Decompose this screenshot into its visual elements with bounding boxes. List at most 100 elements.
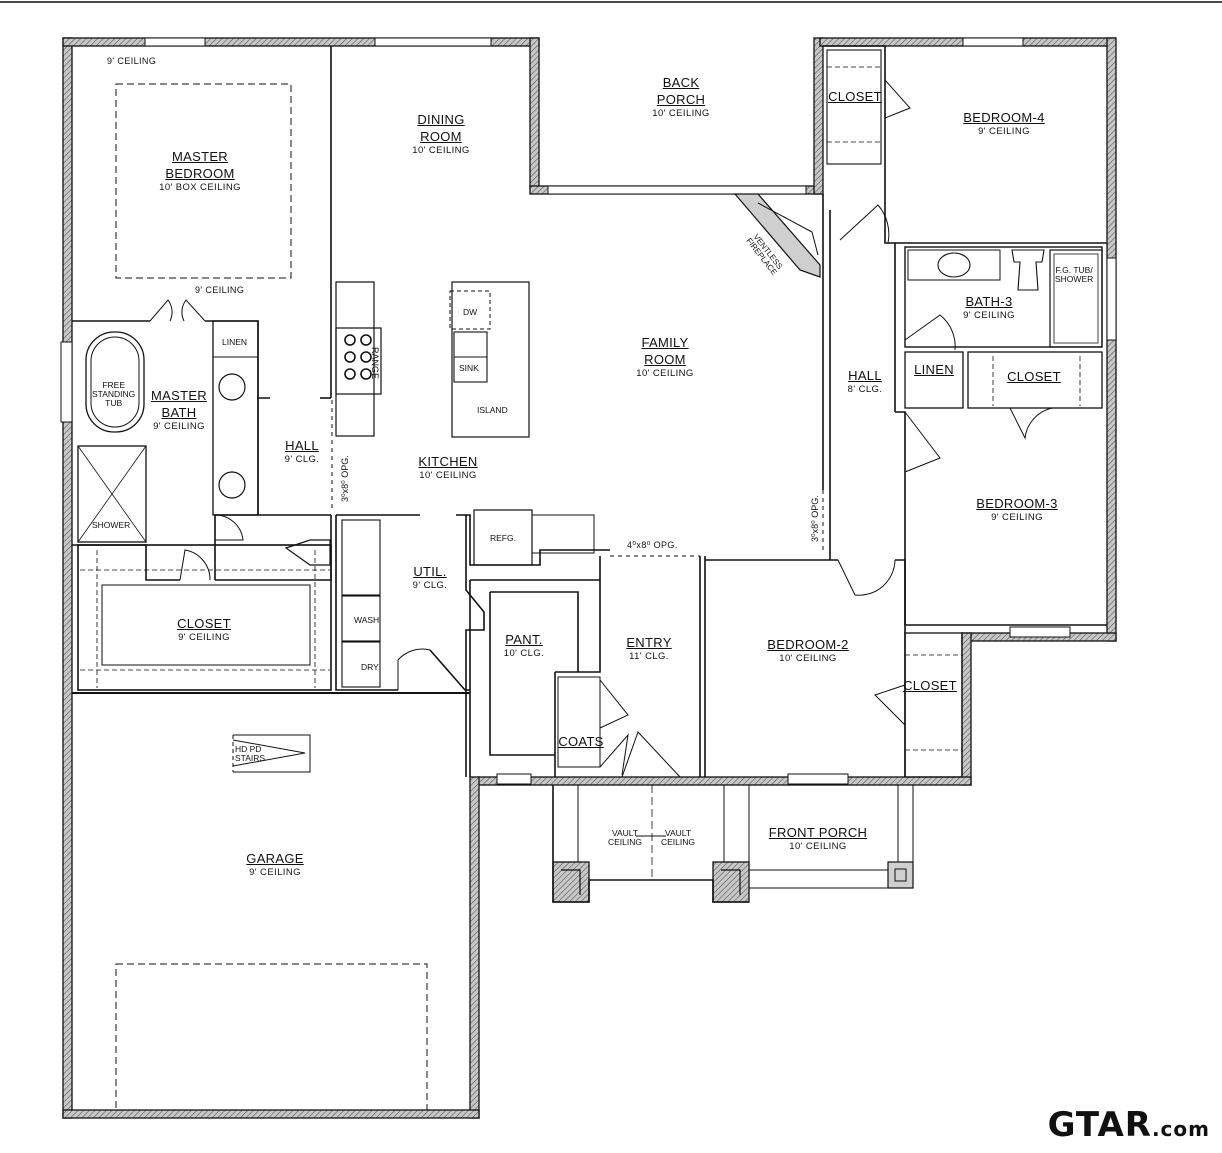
master-bath-ceiling: 9' CEILING <box>153 420 205 432</box>
exterior-walls <box>62 37 1117 1119</box>
kitchen-name: KITCHEN <box>418 454 478 469</box>
hall-opening-label: 3⁰x8⁰ OPG. <box>810 495 820 542</box>
closet-b4-label: CLOSET <box>828 89 882 106</box>
bedroom-4-name: BEDROOM-4 <box>963 110 1045 125</box>
dining-room-name-2: ROOM <box>420 128 462 144</box>
back-porch-label: BACK PORCH 10' CEILING <box>652 75 709 119</box>
kitchen-ceiling: 10' CEILING <box>419 469 477 481</box>
tub-label-1: FREE <box>102 380 125 390</box>
hall-right-label: HALL 8' CLG. <box>848 368 883 395</box>
master-bottom-ceiling-label: 9' CEILING <box>195 285 245 295</box>
master-bedroom-ceiling: 10' BOX CEILING <box>159 181 241 193</box>
hall-right-name: HALL <box>848 368 882 383</box>
master-bath-label: MASTER BATH 9' CEILING <box>151 388 207 432</box>
entry-opening-label: 4⁰x8⁰ OPG. <box>627 540 678 550</box>
util-name: UTIL. <box>413 564 447 579</box>
garage-label: GARAGE 9' CEILING <box>246 851 303 878</box>
hd-pd-stairs-label: HD PD STAIRS <box>235 745 265 763</box>
brand-text: GTAR <box>1047 1105 1152 1145</box>
sink-label: SINK <box>459 363 479 373</box>
vault-left-1: VAULT <box>611 828 639 838</box>
linen-right-name: LINEN <box>914 362 954 377</box>
vault-right-2: CEILING <box>661 836 696 847</box>
family-room-name-1: FAMILY <box>641 335 689 350</box>
util-ceiling: 9' CLG. <box>412 579 448 591</box>
fg-tub-label-1: F.G. TUB/ <box>1055 265 1093 275</box>
dw-label: DW <box>463 307 478 317</box>
front-porch-name: FRONT PORCH <box>768 825 868 840</box>
bedroom-4-ceiling: 9' CEILING <box>978 125 1030 137</box>
dining-room-ceiling: 10' CEILING <box>412 144 470 156</box>
interior-walls <box>60 37 1117 1111</box>
hall-right-ceiling: 8' CLG. <box>847 383 883 395</box>
garage-ceiling: 9' CEILING <box>249 866 301 878</box>
bedroom-2-name: BEDROOM-2 <box>767 637 849 652</box>
hall-left-name: HALL <box>285 438 319 453</box>
entry-ceiling: 11' CLG. <box>629 650 669 662</box>
master-bedroom-name-2: BEDROOM <box>165 165 235 181</box>
master-bedroom-name-1: MASTER <box>172 149 228 164</box>
back-porch-name-1: BACK <box>662 75 700 90</box>
master-bedroom-label: MASTER BEDROOM 10' BOX CEILING <box>159 149 241 193</box>
util-label: UTIL. 9' CLG. <box>413 564 448 591</box>
brand-suffix: .com <box>1151 1117 1210 1141</box>
kitchen-opening-label: 3⁰x8⁰ OPG. <box>340 455 350 502</box>
pantry-ceiling: 10' CLG. <box>503 647 545 659</box>
back-porch-ceiling: 10' CEILING <box>652 107 710 119</box>
master-bath-name-2: BATH <box>161 404 197 420</box>
hd-pd-label-1: HD PD <box>235 744 262 754</box>
family-room-label: FAMILY ROOM 10' CEILING <box>636 335 693 379</box>
pantry-label: PANT. 10' CLG. <box>504 632 544 659</box>
coats-label: COATS <box>558 734 603 751</box>
closet-master-ceiling: 9' CEILING <box>178 631 230 643</box>
front-porch-label: FRONT PORCH 10' CEILING <box>769 825 867 852</box>
bedroom-3-ceiling: 9' CEILING <box>991 511 1043 523</box>
wash-label: WASH <box>354 615 380 625</box>
island-label: ISLAND <box>477 405 508 415</box>
linen-master-label: LINEN <box>222 337 248 347</box>
shower-label: SHOWER <box>92 520 131 530</box>
tub-label-3: TUB <box>105 397 123 408</box>
bedroom-3-name: BEDROOM-3 <box>976 496 1058 511</box>
hall-left-ceiling: 9' CLG. <box>284 453 320 465</box>
hall-left-label: HALL 9' CLG. <box>285 438 320 465</box>
closet-right-label: CLOSET <box>1007 369 1061 386</box>
dining-room-name-1: DINING <box>417 112 465 127</box>
vault-left-2: CEILING <box>608 836 643 847</box>
linen-right-label: LINEN <box>914 362 954 379</box>
closet-right-name: CLOSET <box>1007 369 1061 384</box>
master-bath-name-1: MASTER <box>151 388 207 403</box>
fg-tub-label: F.G. TUB/ SHOWER <box>1055 266 1093 284</box>
tub-label-2: STANDING <box>92 388 136 399</box>
closet-b4-name: CLOSET <box>828 89 882 104</box>
garage-name: GARAGE <box>246 851 304 866</box>
family-room-ceiling: 10' CEILING <box>636 367 694 379</box>
family-room-name-2: ROOM <box>644 351 686 367</box>
vault-right-1: VAULT <box>664 828 692 838</box>
kitchen-label: KITCHEN 10' CEILING <box>418 454 477 481</box>
gtar-logo: GTAR.com <box>1048 1105 1210 1145</box>
closet-master-name: CLOSET <box>177 616 231 631</box>
bath-3-ceiling: 9' CEILING <box>963 309 1015 321</box>
bath-3-label: BATH-3 9' CEILING <box>963 294 1015 321</box>
bedroom-3-label: BEDROOM-3 9' CEILING <box>976 496 1057 523</box>
fg-tub-label-2: SHOWER <box>1055 273 1094 284</box>
tub-label: FREE STANDING TUB <box>92 381 135 408</box>
entry-label: ENTRY 11' CLG. <box>626 635 671 662</box>
bedroom-4-label: BEDROOM-4 9' CEILING <box>963 110 1044 137</box>
vault-right-label: VAULT CEILING <box>661 829 695 847</box>
range-label: RANGE <box>370 347 380 380</box>
bedroom-2-label: BEDROOM-2 10' CEILING <box>767 637 848 664</box>
closet-b2-label: CLOSET <box>903 678 957 695</box>
dry-label: DRY <box>361 662 379 672</box>
bath-3-name: BATH-3 <box>965 294 1013 309</box>
bedroom-2-ceiling: 10' CEILING <box>779 652 837 664</box>
closet-master-label: CLOSET 9' CEILING <box>177 616 231 643</box>
hd-pd-label-2: STAIRS <box>235 752 266 763</box>
back-porch-name-2: PORCH <box>656 91 706 107</box>
dining-room-label: DINING ROOM 10' CEILING <box>412 112 469 156</box>
refg-label: REFG. <box>490 533 516 543</box>
entry-name: ENTRY <box>626 635 672 650</box>
front-porch-ceiling: 10' CEILING <box>789 840 847 852</box>
